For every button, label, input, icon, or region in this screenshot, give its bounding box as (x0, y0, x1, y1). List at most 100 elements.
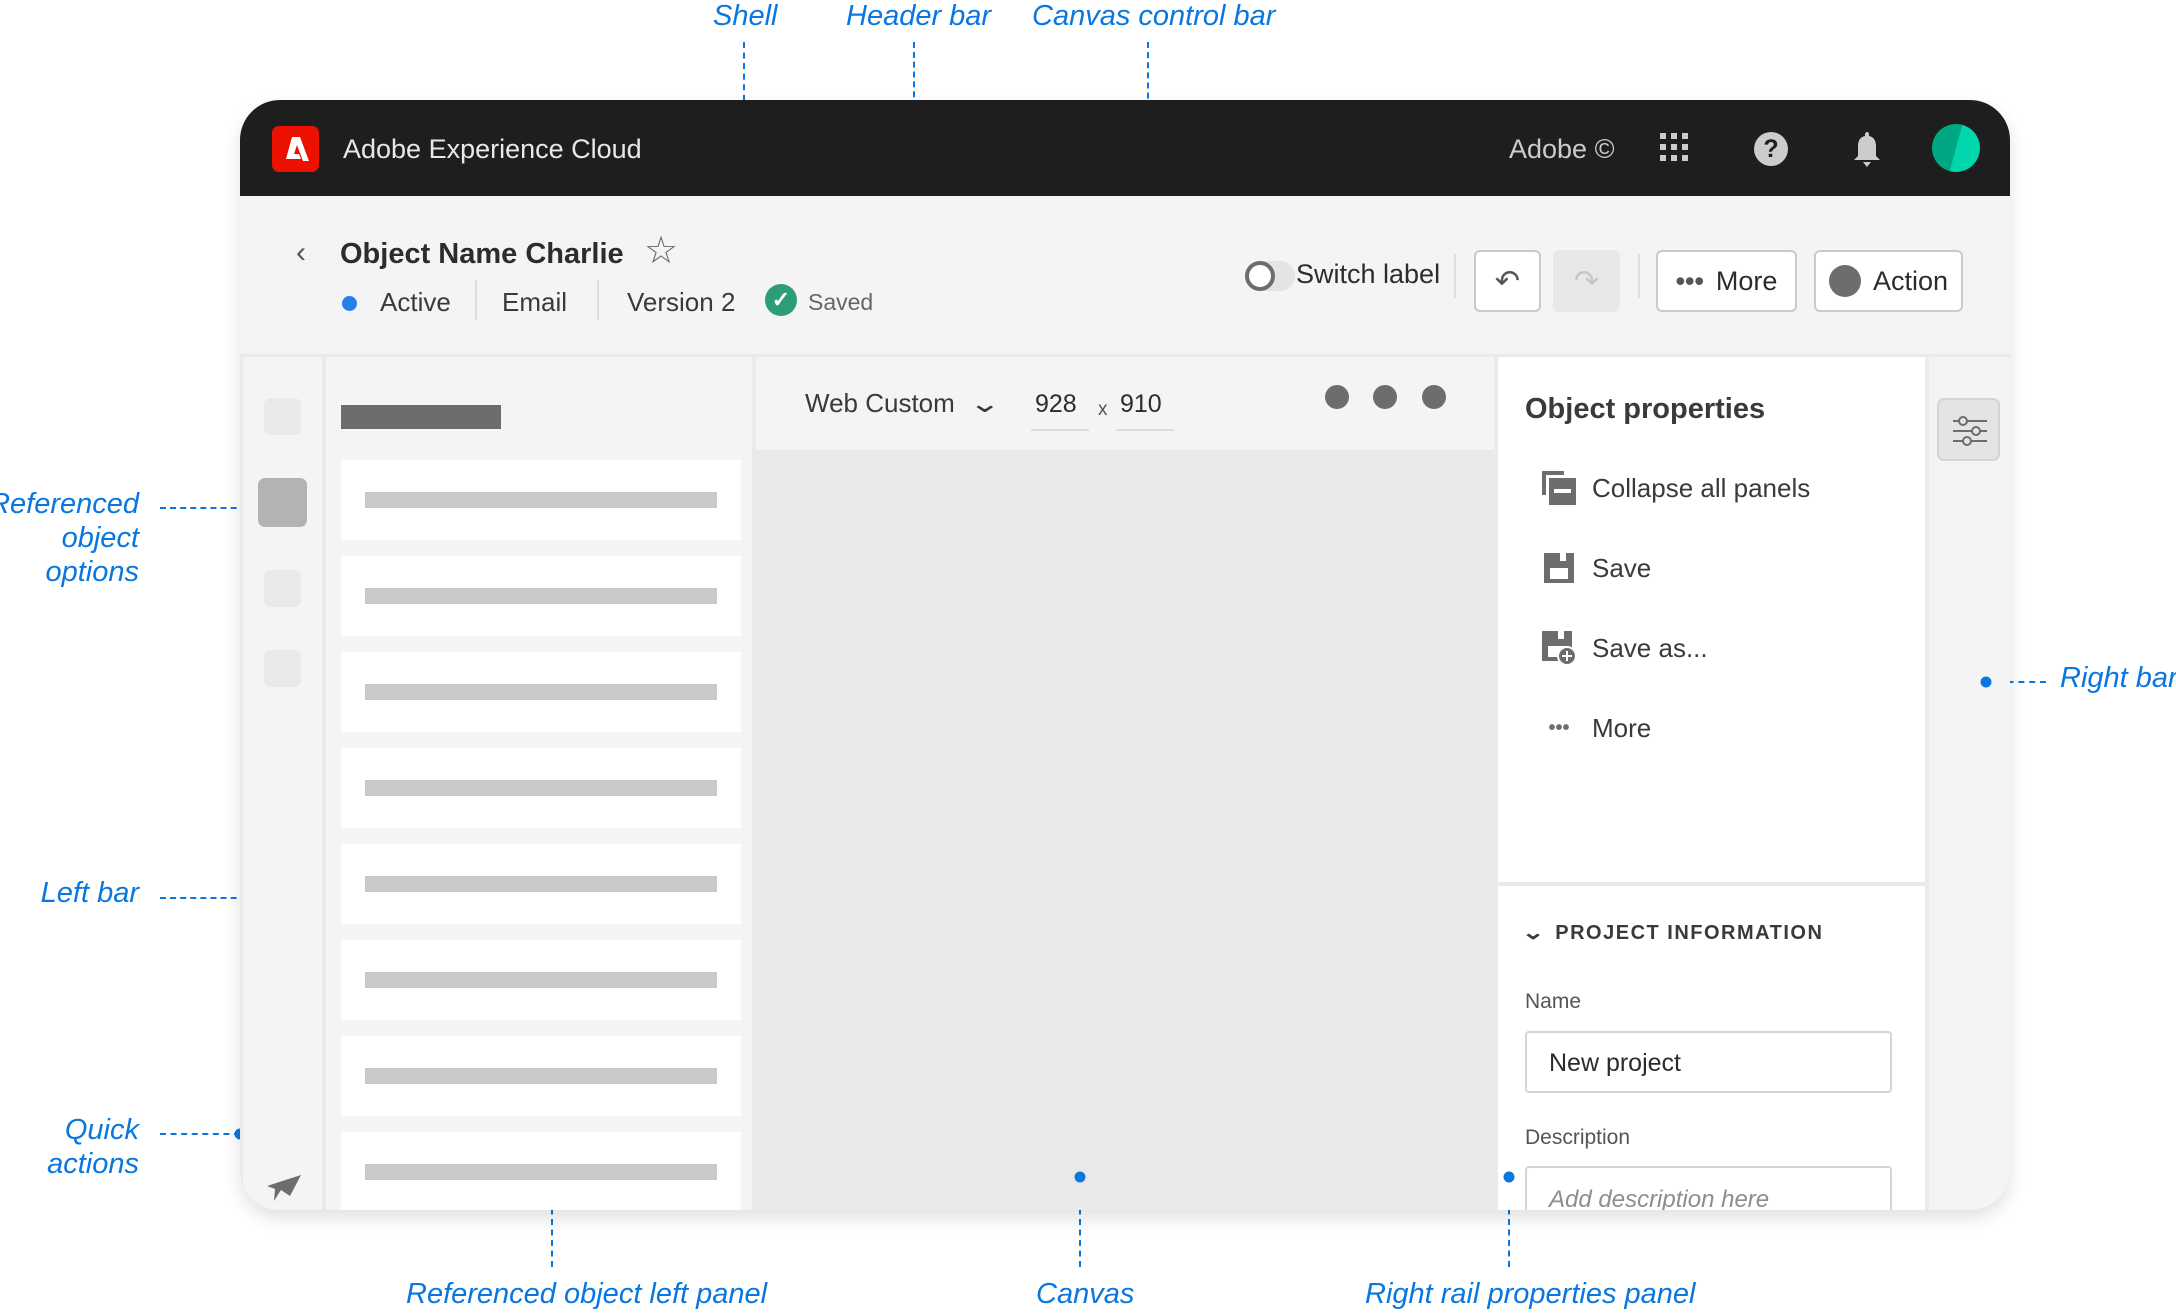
list-item[interactable] (341, 940, 741, 1020)
annotation-line (160, 897, 277, 899)
annotation-shell: Shell (713, 0, 778, 32)
referenced-object-option-selected[interactable] (258, 478, 307, 527)
annotation-line (1986, 681, 2046, 683)
referenced-object-option[interactable] (264, 398, 301, 435)
annotation-text: options (45, 556, 139, 588)
description-label: Description (1525, 1126, 1631, 1149)
annotation-canvas: Canvas (1036, 1278, 1135, 1310)
saved-status: Saved (808, 289, 874, 315)
menu-item-more[interactable]: •••More (1542, 711, 1651, 745)
height-input[interactable]: 910 (1116, 390, 1174, 431)
adobe-logo[interactable] (272, 126, 319, 172)
name-input[interactable]: New project (1525, 1031, 1892, 1093)
divider (1638, 254, 1640, 298)
menu-label: More (1592, 712, 1652, 743)
action-circle-icon (1828, 265, 1861, 297)
app-title: Adobe Experience Cloud (343, 134, 642, 164)
annotation-referenced-object-left-panel: Referenced object left panel (406, 1278, 768, 1310)
annotation-line (1079, 1177, 1081, 1267)
shell-top-bar: Adobe Experience Cloud Adobe © ? (240, 100, 2010, 196)
list-item[interactable] (341, 844, 741, 924)
star-icon[interactable]: ☆ (644, 230, 679, 272)
chevron-down-icon: ⌄ (1521, 922, 1547, 944)
annotation-header-bar: Header bar (846, 0, 992, 32)
undo-button[interactable]: ↶ (1474, 250, 1541, 312)
menu-item-save[interactable]: Save (1542, 551, 1651, 585)
right-rail-properties-panel: Object properties Collapse all panels Sa… (1498, 357, 1925, 882)
left-bar (243, 357, 322, 1210)
bell-icon[interactable] (1852, 130, 1882, 168)
annotation-line (160, 1133, 240, 1135)
annotation-line (743, 42, 745, 122)
canvas-control-bar: Web Custom ⌄ 928 x 910 (756, 357, 1494, 450)
canvas[interactable]: Web Custom ⌄ 928 x 910 (756, 357, 1494, 1210)
preset-dropdown[interactable]: Web Custom ⌄ (805, 388, 1001, 419)
annotation-dot (1074, 1171, 1086, 1183)
dimension-separator: x (1098, 399, 1108, 420)
page-title: Object Name Charlie (340, 238, 624, 270)
annotation-left-bar: Left bar (40, 877, 139, 909)
panel-title: Object properties (1525, 393, 1766, 425)
properties-toggle-button[interactable] (1937, 398, 2000, 461)
width-input[interactable]: 928 (1031, 390, 1089, 431)
ellipsis-icon: ••• (1675, 265, 1704, 296)
chevron-down-icon: ⌄ (968, 388, 1002, 418)
description-textarea[interactable]: Add description here (1525, 1166, 1892, 1210)
project-information-section: ⌄PROJECT INFORMATION Name New project De… (1498, 886, 1925, 1210)
preset-label: Web Custom (805, 388, 955, 418)
annotation-dot (1980, 676, 1992, 688)
sliders-icon (1953, 416, 1987, 446)
menu-item-save-as[interactable]: Save as... (1542, 631, 1708, 665)
avatar[interactable] (1932, 124, 1980, 172)
save-icon (1542, 551, 1576, 585)
switch-handle (1245, 261, 1275, 291)
referenced-object-option[interactable] (264, 650, 301, 687)
referenced-object-option[interactable] (264, 570, 301, 607)
list-item[interactable] (341, 460, 741, 540)
annotation-dot (1503, 1171, 1515, 1183)
list-item[interactable] (341, 652, 741, 732)
canvas-control-dot[interactable] (1373, 385, 1397, 409)
action-label: Action (1872, 265, 1949, 296)
menu-label: Save as... (1592, 632, 1708, 663)
switch-toggle[interactable] (1245, 261, 1295, 291)
list-item[interactable] (341, 1132, 741, 1210)
canvas-control-dot[interactable] (1422, 385, 1446, 409)
version-label: Version 2 (627, 287, 736, 317)
canvas-control-dot[interactable] (1325, 385, 1349, 409)
org-switcher[interactable]: Adobe © (1509, 134, 1615, 164)
divider (1454, 254, 1456, 298)
list-item-placeholder (365, 1164, 717, 1180)
app-shell: Adobe Experience Cloud Adobe © ? ‹ Objec… (240, 100, 2010, 1210)
list-item-placeholder (365, 588, 717, 604)
redo-button[interactable]: ↷ (1553, 250, 1620, 312)
annotation-text: object (61, 522, 139, 554)
menu-label: Collapse all panels (1592, 472, 1811, 503)
redo-icon: ↷ (1573, 264, 1600, 298)
list-item[interactable] (341, 1036, 741, 1116)
annotation-line (160, 507, 277, 509)
section-header[interactable]: ⌄PROJECT INFORMATION (1521, 920, 1823, 945)
annotation-right-bar: Right bar (2060, 662, 2176, 694)
save-as-icon (1542, 631, 1576, 665)
send-icon[interactable] (266, 1174, 302, 1202)
action-button[interactable]: Action (1814, 250, 1963, 312)
annotation-line (1508, 1177, 1510, 1267)
list-item-placeholder (365, 1068, 717, 1084)
list-item[interactable] (341, 748, 741, 828)
checkmark-icon: ✓ (765, 284, 797, 316)
annotation-text: Quick (64, 1114, 139, 1146)
collapse-panels-icon (1542, 471, 1576, 505)
divider (597, 280, 599, 320)
help-icon[interactable]: ? (1754, 132, 1788, 166)
right-bar (1929, 357, 2010, 1210)
more-button[interactable]: •••More (1656, 250, 1797, 312)
list-item-placeholder (365, 492, 717, 508)
list-item[interactable] (341, 556, 741, 636)
menu-item-collapse-all-panels[interactable]: Collapse all panels (1542, 471, 1810, 505)
back-chevron-icon[interactable]: ‹ (296, 236, 306, 269)
name-label: Name (1525, 990, 1582, 1013)
header-bar: ‹ Object Name Charlie ☆ Active Email Ver… (240, 196, 2010, 354)
app-grid-icon[interactable] (1660, 133, 1690, 163)
